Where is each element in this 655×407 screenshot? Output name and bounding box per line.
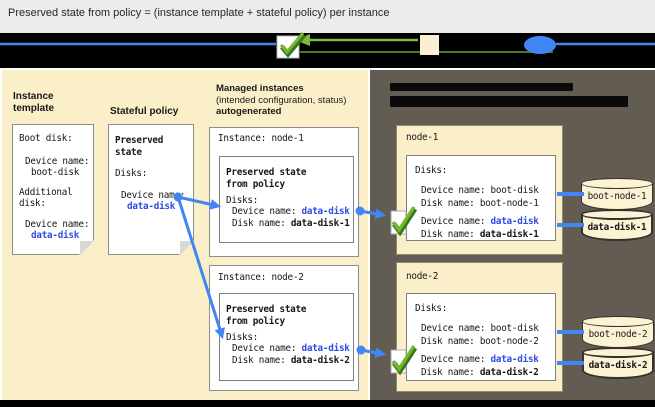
- disks-label: Disks:: [226, 332, 259, 343]
- card-line: Device name:: [121, 190, 186, 201]
- device-line: Device name: data-disk: [232, 343, 350, 354]
- vm-name: node-2: [406, 271, 439, 282]
- disk-cylinder-boot-node-1: boot-node-1: [581, 178, 653, 210]
- managed-instances-heading-line: Managed instances: [216, 83, 304, 94]
- device-line: Device name: boot-disk: [421, 185, 539, 196]
- card-line-data-disk: data-disk: [127, 201, 176, 212]
- device-line: Device name: data-disk: [421, 216, 539, 227]
- vm-box-node-2: node-2 Disks: Device name: boot-disk Dis…: [396, 262, 563, 392]
- title-bar: [0, 0, 655, 33]
- folded-corner-flap: [180, 241, 194, 255]
- device-line: Device name: data-disk: [232, 206, 350, 217]
- bottom-bar: [0, 400, 655, 407]
- managed-instances-heading: Managed instances (intended configuratio…: [216, 83, 366, 118]
- managed-instances-heading-line: (intended configuration, status): [216, 94, 347, 106]
- managed-instance-card-node-1: Instance: node-1 Preserved state from po…: [209, 127, 359, 257]
- vm-disks-box: Disks: Device name: boot-disk Disk name:…: [406, 155, 556, 241]
- instance-title: Instance: node-2: [218, 272, 304, 283]
- vm-disks-box: Disks: Device name: boot-disk Disk name:…: [406, 293, 556, 381]
- disk-cylinder-boot-node-2: boot-node-2: [582, 316, 654, 348]
- disk-line: Disk name: boot-node-1: [421, 198, 539, 209]
- illegible-heading-bar: [390, 96, 628, 107]
- device-line: Device name: data-disk: [421, 354, 539, 365]
- inner-heading: from policy: [226, 316, 285, 327]
- disks-label: Disks:: [415, 165, 448, 176]
- managed-instance-card-node-2: Instance: node-2 Preserved state from po…: [209, 265, 359, 391]
- folded-corner-flap: [80, 241, 94, 255]
- inner-heading: from policy: [226, 179, 285, 190]
- disk-cylinder-label: data-disk-2: [588, 360, 648, 371]
- card-line: disk:: [19, 198, 46, 209]
- card-line: Device name:: [25, 219, 90, 230]
- managed-instances-heading-line: autogenerated: [216, 106, 282, 117]
- card-line: Disks:: [115, 168, 148, 179]
- card-line: state: [115, 147, 142, 158]
- disk-cylinder-label: boot-node-1: [587, 191, 647, 202]
- disk-line: Disk name: boot-node-2: [421, 336, 539, 347]
- instance-template-heading: Instance template: [13, 91, 55, 114]
- disk-cylinder-data-disk-2: data-disk-2: [582, 347, 654, 379]
- stateful-policy-heading: Stateful policy: [110, 106, 179, 117]
- stateful-policy-card: Preserved state Disks: Device name: data…: [108, 124, 194, 255]
- card-line: Preserved: [115, 135, 164, 146]
- instance-template-card: Boot disk: Device name: boot-disk Additi…: [12, 124, 94, 255]
- disk-cylinder-data-disk-1: data-disk-1: [581, 209, 653, 241]
- inner-heading: Preserved state: [226, 167, 307, 178]
- card-line-data-disk: data-disk: [31, 230, 80, 241]
- disk-cylinder-label: data-disk-1: [587, 222, 647, 233]
- legend-band: [0, 33, 655, 68]
- instance-title: Instance: node-1: [218, 133, 304, 144]
- inner-heading: Preserved state: [226, 304, 307, 315]
- device-line: Device name: boot-disk: [421, 323, 539, 334]
- disk-line: Disk name: data-disk-2: [421, 367, 539, 378]
- disks-label: Disks:: [415, 303, 448, 314]
- preserved-state-box: Preserved state from policy Disks: Devic…: [219, 293, 354, 381]
- vm-name: node-1: [406, 132, 439, 143]
- disk-line: Disk name: data-disk-2: [232, 355, 350, 366]
- preserved-state-box: Preserved state from policy Disks: Devic…: [219, 156, 354, 243]
- card-line: Boot disk:: [19, 133, 73, 144]
- card-line: Additional: [19, 187, 73, 198]
- vm-box-node-1: node-1 Disks: Device name: boot-disk Dis…: [396, 125, 563, 255]
- card-line: boot-disk: [31, 167, 80, 178]
- card-line: Device name:: [25, 156, 90, 167]
- disk-line: Disk name: data-disk-1: [232, 218, 350, 229]
- disk-line: Disk name: data-disk-1: [421, 229, 539, 240]
- disks-label: Disks:: [226, 195, 259, 206]
- illegible-heading-bar: [390, 83, 573, 91]
- disk-cylinder-label: boot-node-2: [588, 329, 648, 340]
- diagram-title: Preserved state from policy = (instance …: [8, 7, 390, 19]
